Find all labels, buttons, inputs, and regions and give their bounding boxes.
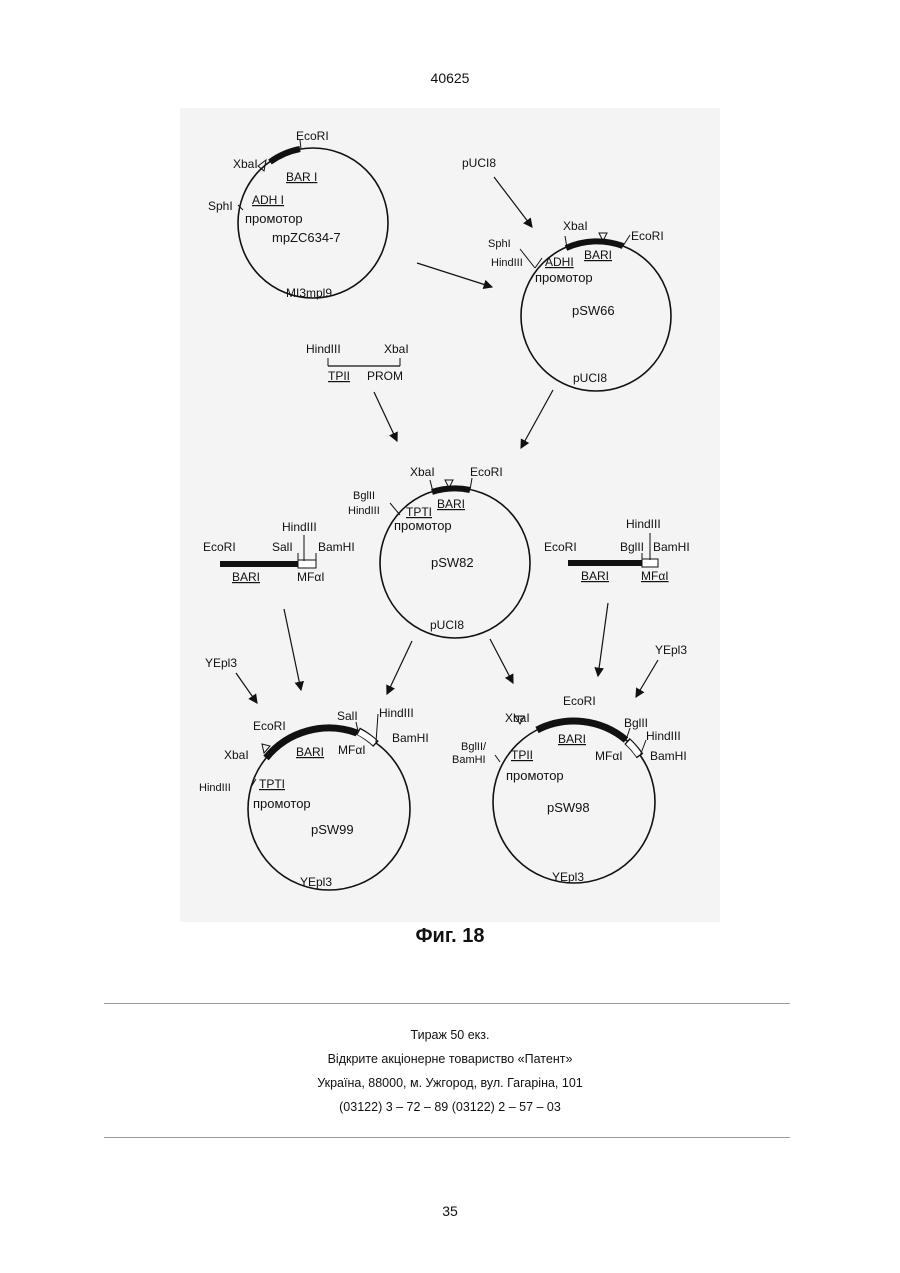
site-label: SalI — [337, 709, 358, 723]
site-label: BglII — [353, 490, 375, 502]
fragment-gene-label: BARI — [232, 570, 260, 584]
site-label: HindIII — [199, 782, 231, 794]
site-label: SphI — [208, 199, 233, 213]
site-label: BglII/ — [461, 741, 487, 753]
site-label: XbaI — [384, 342, 409, 356]
arrow — [387, 641, 412, 694]
vector-label: pUCI8 — [430, 618, 464, 632]
promoter-label: промотор — [535, 270, 593, 285]
plasmid-mpzc634: EcoRI XbaI SphI BAR I ADH I промотор mpZ… — [208, 129, 388, 300]
vector-label: pUCI8 — [573, 371, 607, 385]
arrow — [521, 390, 553, 448]
arrow — [236, 673, 257, 703]
plasmid-construction-diagram: EcoRI XbaI SphI BAR I ADH I промотор mpZ… — [180, 108, 720, 922]
tpi-promoter-fragment: HindIII XbaI TPII PROM — [306, 342, 409, 383]
plasmid-name: mpZC634-7 — [272, 230, 341, 245]
site-label: HindIII — [306, 342, 341, 356]
divider-bottom — [104, 1137, 790, 1138]
fragment-promoter-label: PROM — [367, 369, 403, 383]
site-label: HindIII — [646, 729, 681, 743]
arrow — [494, 177, 532, 227]
site-label: SphI — [488, 238, 511, 250]
site-label: EcoRI — [203, 540, 236, 554]
promoter-gene-label: TPTI — [259, 777, 285, 791]
imprint-publisher: Відкрите акціонерне товариство «Патент» — [0, 1052, 900, 1066]
input-label-yep13-right: YEpl3 — [655, 643, 687, 657]
arrow — [374, 392, 397, 441]
promoter-label: промотор — [506, 768, 564, 783]
fragment-mf-label: MFαI — [297, 570, 325, 584]
vector-label: MI3mpl9 — [286, 286, 332, 300]
site-label: XbaI — [224, 748, 249, 762]
site-label: BamHI — [318, 540, 355, 554]
arrow — [417, 263, 492, 287]
gene-label: BARI — [296, 745, 324, 759]
site-label: HindIII — [626, 517, 661, 531]
site-label: EcoRI — [470, 465, 503, 479]
site-label: BglII — [620, 540, 644, 554]
site-label: HindIII — [348, 505, 380, 517]
site-label: EcoRI — [253, 719, 286, 733]
plasmid-psw66: XbaI EcoRI SphI HindIII BARI ADHI промот… — [488, 219, 671, 391]
plasmid-psw98: EcoRI XbaI BglII HindIII BglII/ BamHI Ba… — [452, 694, 687, 884]
plasmid-psw82: XbaI EcoRI BglII HindIII BARI TPTI промо… — [348, 465, 530, 638]
figure-caption: Фиг. 18 — [0, 925, 900, 948]
plasmid-name: pSW82 — [431, 555, 474, 570]
fragment-mf-label: MFαI — [641, 569, 669, 583]
divider-top — [104, 1003, 790, 1004]
imprint-print-run: Тираж 50 екз. — [0, 1028, 900, 1042]
site-label: SalI — [272, 540, 293, 554]
promoter-gene-label: ADHI — [545, 255, 574, 269]
vector-label: YEpl3 — [300, 875, 332, 889]
site-label: BamHI — [653, 540, 690, 554]
arrow — [490, 639, 513, 683]
vector-label: YEpl3 — [552, 870, 584, 884]
gene-label: BARI — [584, 248, 612, 262]
gene-label: BARI — [437, 497, 465, 511]
right-bar-mf-fragment: EcoRI BglII HindIII BamHI BARI MFαI — [544, 517, 690, 583]
arrow — [598, 603, 608, 676]
site-label: EcoRI — [296, 129, 329, 143]
plasmid-name: pSW99 — [311, 822, 354, 837]
imprint-phones: (03122) 3 – 72 – 89 (03122) 2 – 57 – 03 — [0, 1100, 900, 1114]
arrow — [284, 609, 301, 690]
gene-label: BARI — [558, 732, 586, 746]
input-label-yep13-left: YEpl3 — [205, 656, 237, 670]
plasmid-psw99: EcoRI SalI HindIII BamHI XbaI HindIII BA… — [199, 706, 429, 890]
promoter-gene-label: ADH I — [252, 193, 284, 207]
plasmid-name: pSW98 — [547, 800, 590, 815]
site-label: HindIII — [379, 706, 414, 720]
site-label: XbaI — [563, 219, 588, 233]
site-label: XbaI — [410, 465, 435, 479]
page-code: 40625 — [0, 70, 900, 86]
plasmid-name: pSW66 — [572, 303, 615, 318]
left-bar-mf-fragment: EcoRI SalI HindIII BamHI BARI MFαI — [203, 520, 355, 584]
imprint-address: Україна, 88000, м. Ужгород, вул. Гагарін… — [0, 1076, 900, 1090]
fragment-gene-label: BARI — [581, 569, 609, 583]
site-label: HindIII — [282, 520, 317, 534]
fragment-gene-label: TPII — [328, 369, 350, 383]
input-label-puc18: pUCI8 — [462, 156, 496, 170]
site-label: EcoRI — [563, 694, 596, 708]
site-label: BamHI — [392, 731, 429, 745]
site-label: BamHI — [452, 754, 486, 766]
mf-label: MFαI — [338, 743, 366, 757]
site-label: EcoRI — [544, 540, 577, 554]
site-label: XbaI — [233, 157, 258, 171]
gene-label: BAR I — [286, 170, 317, 184]
site-label: XbaI — [505, 711, 530, 725]
site-label: HindIII — [491, 257, 523, 269]
promoter-label: промотор — [245, 211, 303, 226]
promoter-label: промотор — [394, 518, 452, 533]
promoter-gene-label: TPTI — [406, 505, 432, 519]
figure-panel: EcoRI XbaI SphI BAR I ADH I промотор mpZ… — [180, 108, 720, 922]
promoter-gene-label: TPII — [511, 748, 533, 762]
site-label: BamHI — [650, 749, 687, 763]
site-label: EcoRI — [631, 229, 664, 243]
page-number: 35 — [0, 1203, 900, 1219]
mf-label: MFαI — [595, 749, 623, 763]
arrow — [636, 660, 658, 697]
promoter-label: промотор — [253, 796, 311, 811]
site-label: BglII — [624, 716, 648, 730]
